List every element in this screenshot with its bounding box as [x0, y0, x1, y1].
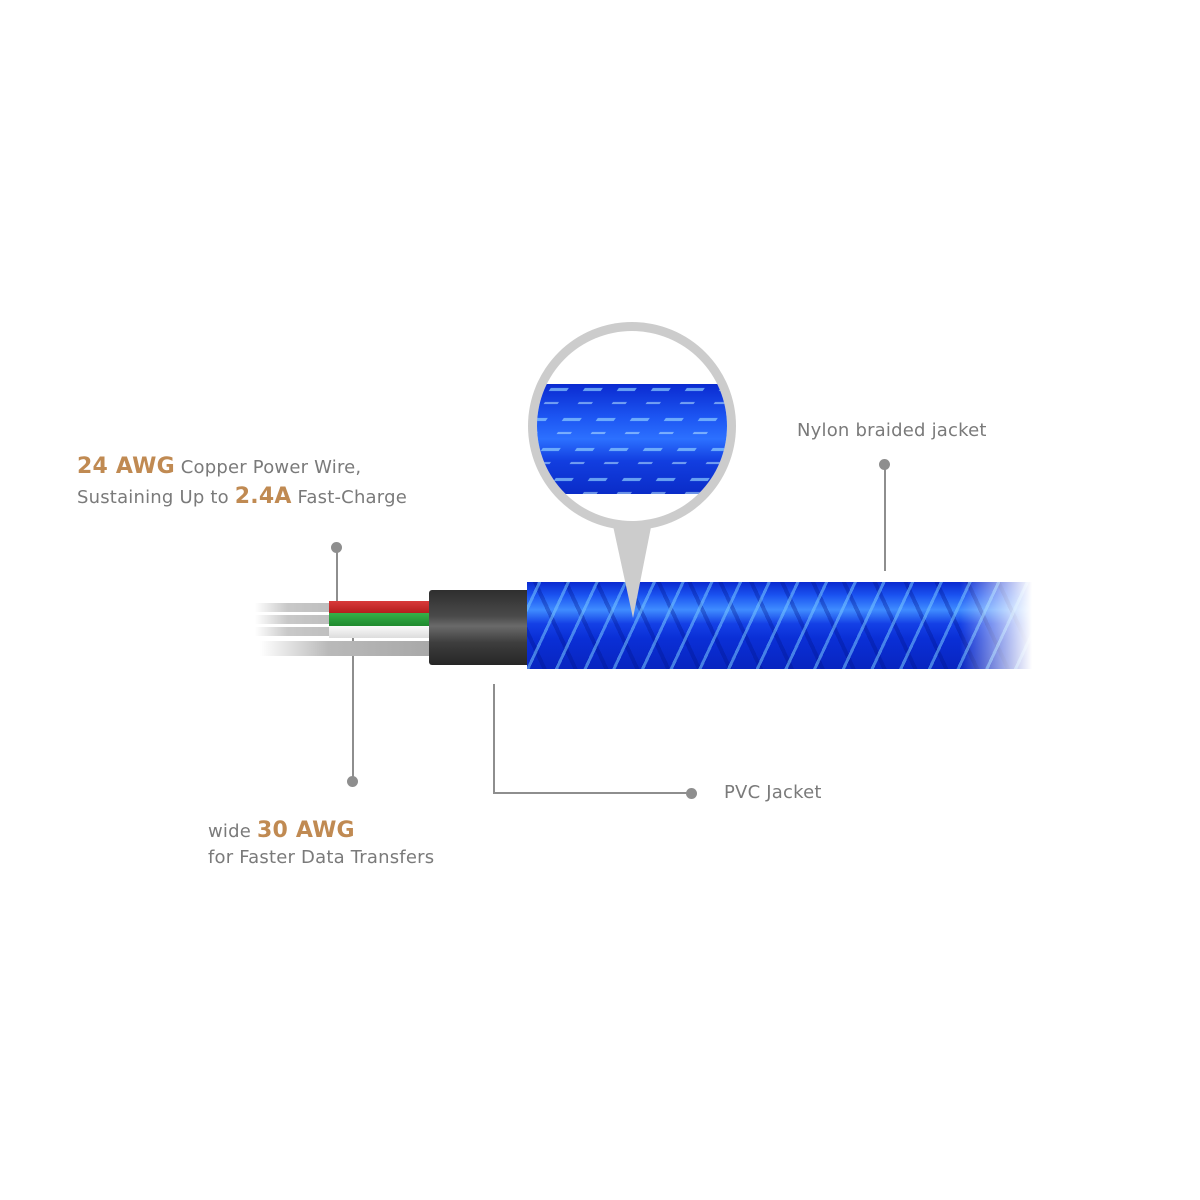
green-data-wire	[329, 613, 431, 626]
magnifier-bubble	[527, 322, 737, 622]
fast-charge-text: Fast-Charge	[291, 486, 407, 508]
copper-wire-line-1: 24 AWG Copper Power Wire,	[77, 452, 407, 482]
strand-1	[255, 603, 335, 612]
braid-fade	[960, 578, 1040, 673]
pvc-leader-vertical	[493, 684, 495, 794]
pvc-leader-dot	[686, 788, 697, 799]
wide-text: wide	[208, 821, 257, 842]
copper-wire-text: Copper Power Wire,	[174, 457, 362, 478]
white-data-wire	[329, 626, 431, 638]
awg-24-highlight: 24 AWG	[77, 454, 175, 479]
nylon-braided-jacket	[527, 582, 1032, 669]
copper-leader-dot	[331, 542, 342, 553]
pvc-jacket	[429, 590, 529, 665]
awg-30-highlight: 30 AWG	[256, 818, 355, 843]
data-wire-callout: wide 30 AWG for Faster Data Transfers	[208, 816, 434, 870]
amperage-highlight: 2.4A	[234, 483, 292, 509]
data-leader-dot	[347, 776, 358, 787]
strand-3	[255, 627, 335, 636]
nylon-jacket-label: Nylon braided jacket	[797, 420, 987, 441]
sustaining-text: Sustaining Up to	[77, 486, 235, 508]
magnifier-icon	[528, 322, 736, 618]
pvc-leader-horizontal	[493, 792, 689, 794]
strand-bottom	[260, 641, 432, 656]
nylon-leader-dot	[879, 459, 890, 470]
copper-leader-line	[336, 548, 338, 606]
data-transfer-text: for Faster Data Transfers	[208, 846, 435, 868]
data-wire-line-1: wide 30 AWG	[208, 816, 434, 846]
copper-wire-line-2: Sustaining Up to 2.4A Fast-Charge	[77, 482, 407, 512]
strand-2	[255, 615, 335, 624]
copper-wire-callout: 24 AWG Copper Power Wire, Sustaining Up …	[77, 452, 407, 511]
data-leader-line	[352, 630, 354, 781]
pvc-jacket-label: PVC Jacket	[724, 782, 822, 803]
nylon-leader-line	[884, 465, 886, 571]
red-power-wire	[329, 601, 431, 613]
